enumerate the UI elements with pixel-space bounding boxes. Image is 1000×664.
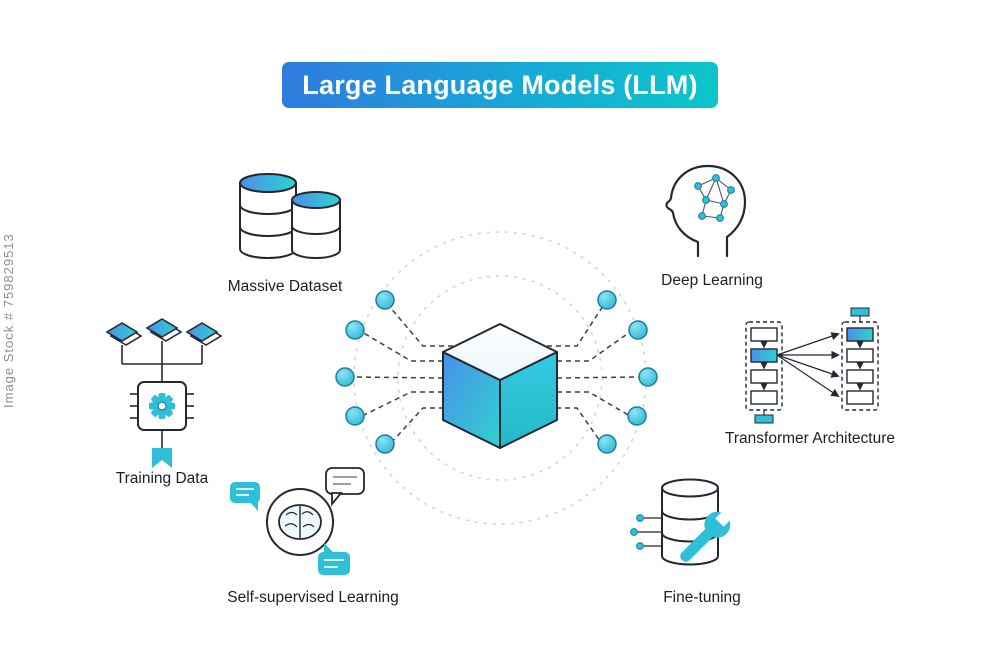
cube-network-hub-icon: [285, 228, 715, 528]
chip-icon: [130, 381, 194, 431]
label-fine-tuning: Fine-tuning: [663, 589, 741, 606]
page-title: Large Language Models (LLM): [302, 69, 698, 100]
brain-chat-bubbles-icon: [228, 466, 368, 581]
database-wrench-icon: [628, 474, 740, 584]
neural-net-nodes: [694, 174, 735, 222]
watermark-text: Image Stock # 759829513: [1, 233, 16, 408]
label-massive-dataset: Massive Dataset: [227, 278, 343, 295]
circuit-dot-icons: [630, 514, 644, 550]
label-self-supervised-learning: Self-supervised Learning: [227, 589, 399, 606]
label-training-data: Training Data: [115, 470, 209, 487]
title-banner: Large Language Models (LLM): [282, 62, 718, 108]
label-transformer-architecture: Transformer Architecture: [725, 430, 895, 447]
inner-orbit-circle: [397, 275, 603, 481]
chat-bubble-teal-left-icon: [230, 482, 260, 511]
database-stack-icon: [234, 170, 346, 266]
brain-icon: [278, 504, 322, 540]
head-neural-network-icon: [658, 160, 758, 260]
network-node-icons: [335, 290, 658, 454]
chat-bubble-outline-icon: [325, 467, 365, 507]
wrench-icon: [680, 506, 736, 562]
connector-lines: [353, 305, 640, 445]
gear-icon: [149, 393, 175, 419]
data-diamond-icons: [105, 318, 222, 346]
chat-bubble-teal-right-icon: [318, 543, 350, 575]
label-deep-learning: Deep Learning: [661, 272, 763, 289]
transformer-blocks-icon: [738, 306, 888, 428]
banner-flag-icon: [152, 448, 172, 468]
cube-icon: [442, 323, 558, 449]
chip-gear-data-icon: [102, 316, 222, 468]
